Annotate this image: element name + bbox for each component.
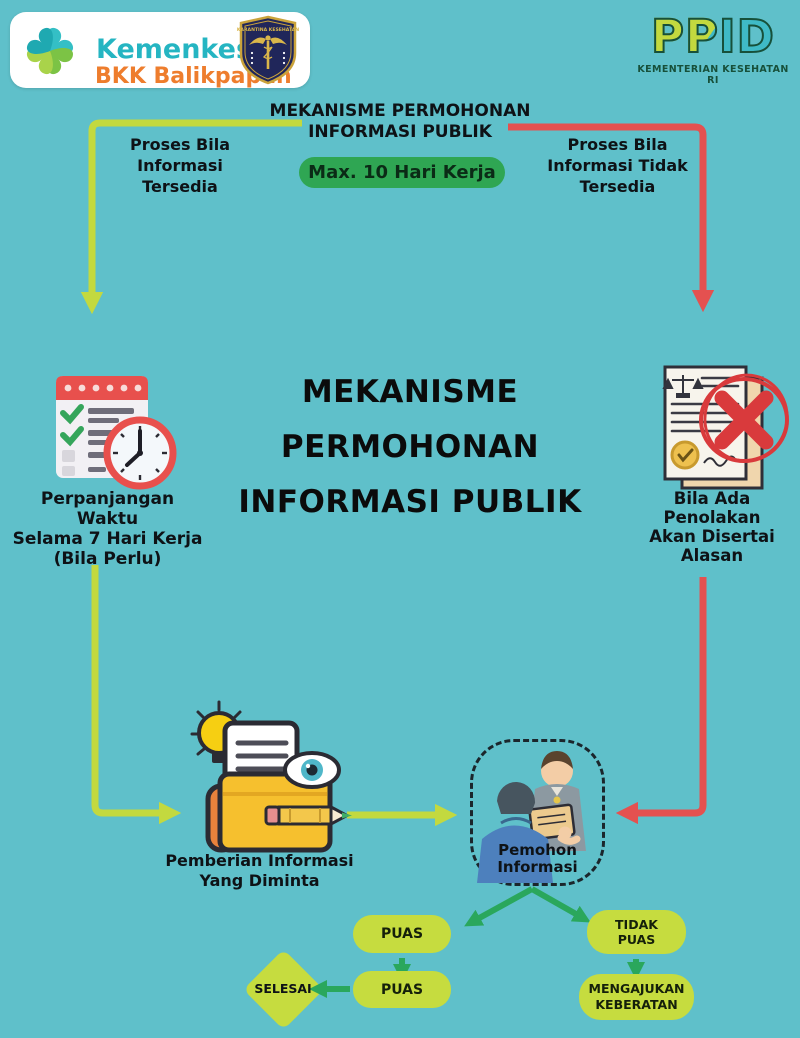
rejection-label: Bila Ada Penolakan Akan Disertai Alasan [649,489,775,565]
selesai-label: SELESAI [254,981,312,996]
arrow-applicant-to-puas [464,886,534,927]
duration-badge: Max. 10 Hari Kerja [299,157,505,188]
flow-title: MEKANISME PERMOHONAN INFORMASI PUBLIK [269,101,531,142]
kemenkes-clover-icon [26,27,74,75]
brand-name: Kemenkes [96,34,253,65]
outcome-mengajukan-keberatan: MENGAJUKAN KEBERATAN [579,974,694,1020]
org-logo-card: Kemenkes BKK Balikpapan KARANTINA KESEHA… [10,12,310,89]
applicant-dashed-frame [470,739,605,886]
branch-unavailable-label: Proses Bila Informasi Tidak Tersedia [547,135,688,196]
rejected-document-icon [662,365,789,490]
arrow-applicant-to-tidak-puas [530,886,591,923]
delivery-label: Pemberian Informasi Yang Diminta [165,851,354,890]
branch-available-label: Proses Bila Informasi Tersedia [129,135,231,196]
outcome-tidak-puas: TIDAK PUAS [587,910,686,954]
poster-main-title: MEKANISME PERMOHONAN INFORMASI PUBLIK [238,374,582,520]
karantina-shield-icon: KARANTINA KESEHATAN [237,15,299,85]
outcome-puas-bottom: PUAS [353,971,451,1008]
ppid-wordmark: PPID [630,13,796,60]
ppid-logo: PPID KEMENTERIAN KESEHATAN RI [630,13,796,86]
shield-arc-text: KARANTINA KESEHATAN [237,27,299,33]
ppid-tagline: KEMENTERIAN KESEHATAN RI [637,64,789,86]
calendar-clock-icon [56,376,177,490]
outcome-puas-top: PUAS [353,915,451,953]
applicant-label: Pemohon Informasi [497,841,578,876]
extension-label: Perpanjangan Waktu Selama 7 Hari Kerja (… [12,489,203,569]
arrow-extension-to-delivery [91,565,182,825]
applicant-people-icon [477,751,586,883]
arrow-rejection-to-applicant [615,577,707,825]
information-folder-icon [190,700,352,853]
